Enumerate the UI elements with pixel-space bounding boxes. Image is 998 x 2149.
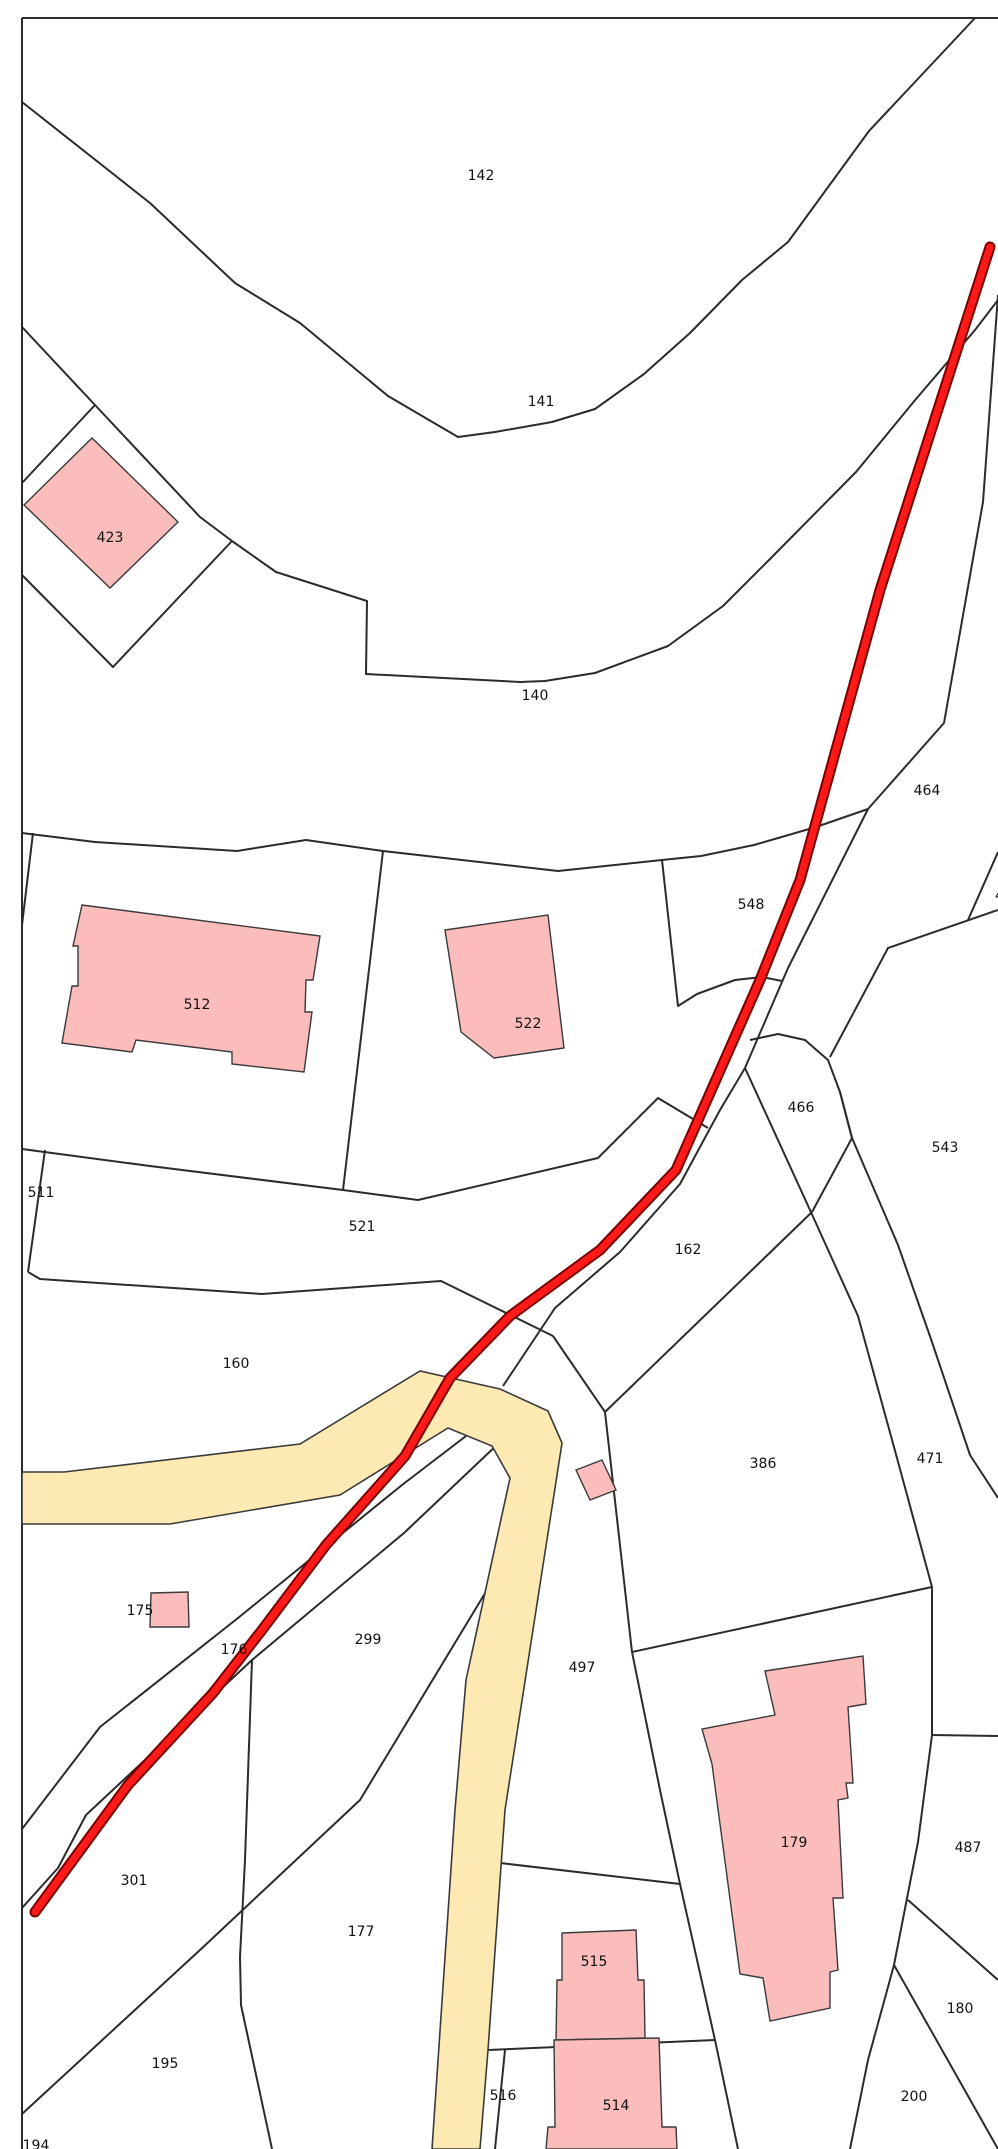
parcel-label-141: 141 [528, 394, 555, 410]
parcel-label-194: 194 [23, 2138, 50, 2149]
parcel-label-466: 466 [788, 1100, 815, 1116]
parcel-label-195: 195 [152, 2056, 179, 2072]
parcel-label-464: 464 [914, 783, 941, 799]
building-522[interactable] [444, 914, 565, 1059]
parcel-label-200: 200 [901, 2089, 928, 2105]
road-west [21, 1370, 563, 2149]
parcel-label-548: 548 [738, 897, 765, 913]
parcel-label-471: 471 [917, 1451, 944, 1467]
parcel-label-512: 512 [184, 997, 211, 1013]
parcel-label-299: 299 [355, 1632, 382, 1648]
parcel-label-179: 179 [781, 1835, 808, 1851]
parcel-label-175: 175 [127, 1603, 154, 1619]
parcel-label-497: 497 [569, 1660, 596, 1676]
parcel-label-160: 160 [223, 1356, 250, 1372]
parcel-label-521: 521 [349, 1219, 376, 1235]
parcel-label-48: 48 [995, 888, 998, 904]
parcel-boundaries [21, 17, 998, 2149]
parcel-label-543: 543 [932, 1140, 959, 1156]
parcel-label-487: 487 [955, 1840, 982, 1856]
parcel-label-522: 522 [515, 1016, 542, 1032]
parcel-label-516: 516 [490, 2088, 517, 2104]
route[interactable] [29, 241, 996, 1918]
parcel-label-514: 514 [603, 2098, 630, 2114]
parcel-label-301: 301 [121, 1873, 148, 1889]
buildings [22, 437, 867, 2149]
building-423[interactable] [22, 437, 180, 589]
map-frame [21, 17, 998, 2149]
route-line[interactable] [31, 243, 994, 1916]
parcel-label-142: 142 [468, 168, 495, 184]
building-small-386[interactable] [575, 1459, 617, 1501]
roads [21, 1370, 563, 2149]
building-515[interactable] [555, 1929, 646, 2041]
building-179[interactable] [701, 1655, 867, 2022]
parcel-label-511: 511 [28, 1185, 55, 1201]
parcel-label-140: 140 [522, 688, 549, 704]
parcel-labels: 142 141 423 140 464 548 512 522 466 543 … [23, 168, 998, 2149]
parcel-label-162: 162 [675, 1242, 702, 1258]
parcel-label-423: 423 [97, 530, 124, 546]
parcel-label-176: 176 [221, 1642, 248, 1658]
parcel-label-515: 515 [581, 1954, 608, 1970]
parcel-label-177: 177 [348, 1924, 375, 1940]
building-514[interactable] [545, 2037, 678, 2149]
parcel-label-180: 180 [947, 2001, 974, 2017]
building-175[interactable] [149, 1591, 190, 1628]
parcel-label-386: 386 [750, 1456, 777, 1472]
building-512[interactable] [61, 904, 321, 1073]
